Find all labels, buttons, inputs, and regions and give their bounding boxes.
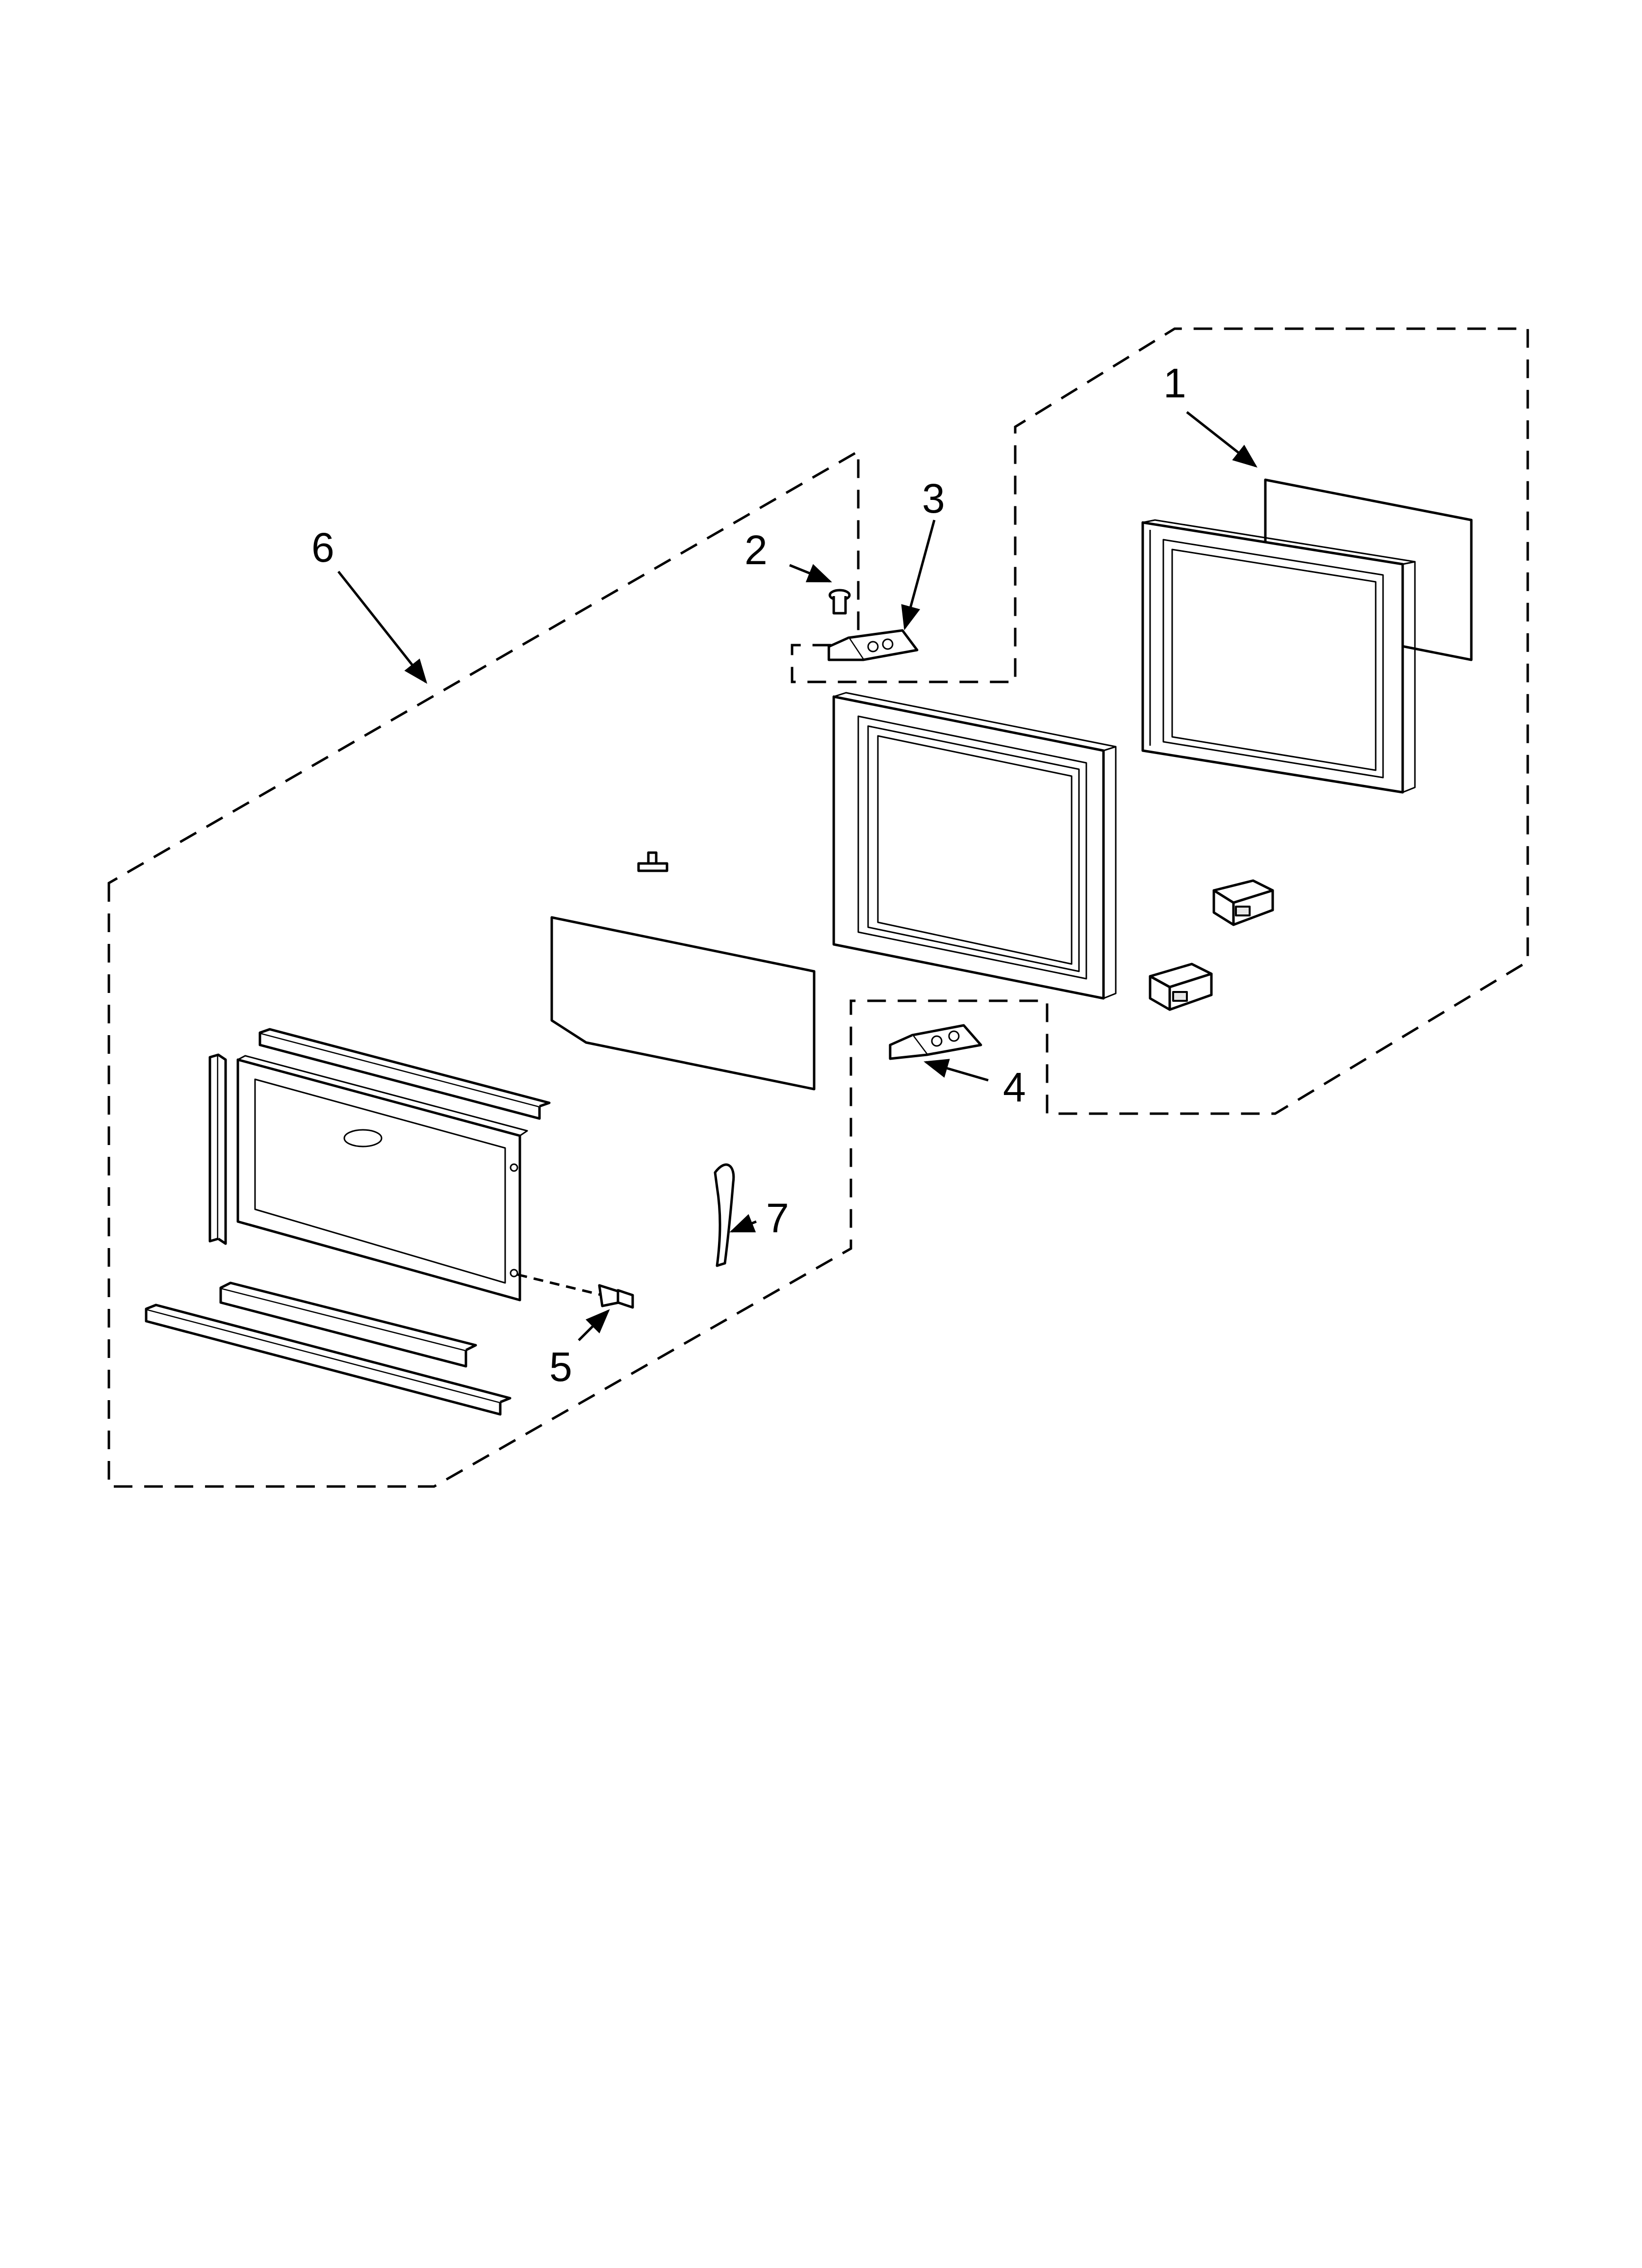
part-5-screw [517,1273,634,1309]
callout-6: 6 [311,524,334,571]
leader-4 [924,1059,989,1082]
outer-door [236,1055,528,1302]
callout-7: 7 [766,1195,789,1241]
callout-5: 5 [549,1344,572,1390]
leader-1 [1186,411,1257,468]
group-outlines [107,327,1529,1488]
callout-3: 3 [922,475,945,521]
leader-6 [337,571,428,684]
part-2-plug [828,589,851,615]
leader-7 [729,1214,757,1233]
handle-bar [219,1281,477,1368]
callout-2: 2 [744,527,768,573]
leader-5 [578,1309,610,1341]
leader-lines [337,411,1257,1341]
glass-sheet [550,916,816,1091]
group-6-outline [107,327,1529,1488]
door-frame-center [832,692,1117,1000]
inner-door-frame [1141,519,1416,794]
leader-3 [901,520,936,630]
trim-top [258,1028,551,1120]
part-7-gasket [714,1163,735,1267]
part-3-hinge-bracket [827,629,919,661]
latch-lower [1149,963,1213,1011]
callout-labels: 1 2 3 4 5 6 7 [311,360,1186,1390]
latch-upper [1212,879,1274,926]
callout-4: 4 [1003,1064,1026,1110]
trim-left [208,1053,227,1245]
part-4-hinge-bracket [889,1024,982,1060]
leader-2 [789,564,832,583]
small-clip [637,851,668,872]
trim-bottom [145,1303,512,1416]
callout-1: 1 [1163,360,1186,406]
